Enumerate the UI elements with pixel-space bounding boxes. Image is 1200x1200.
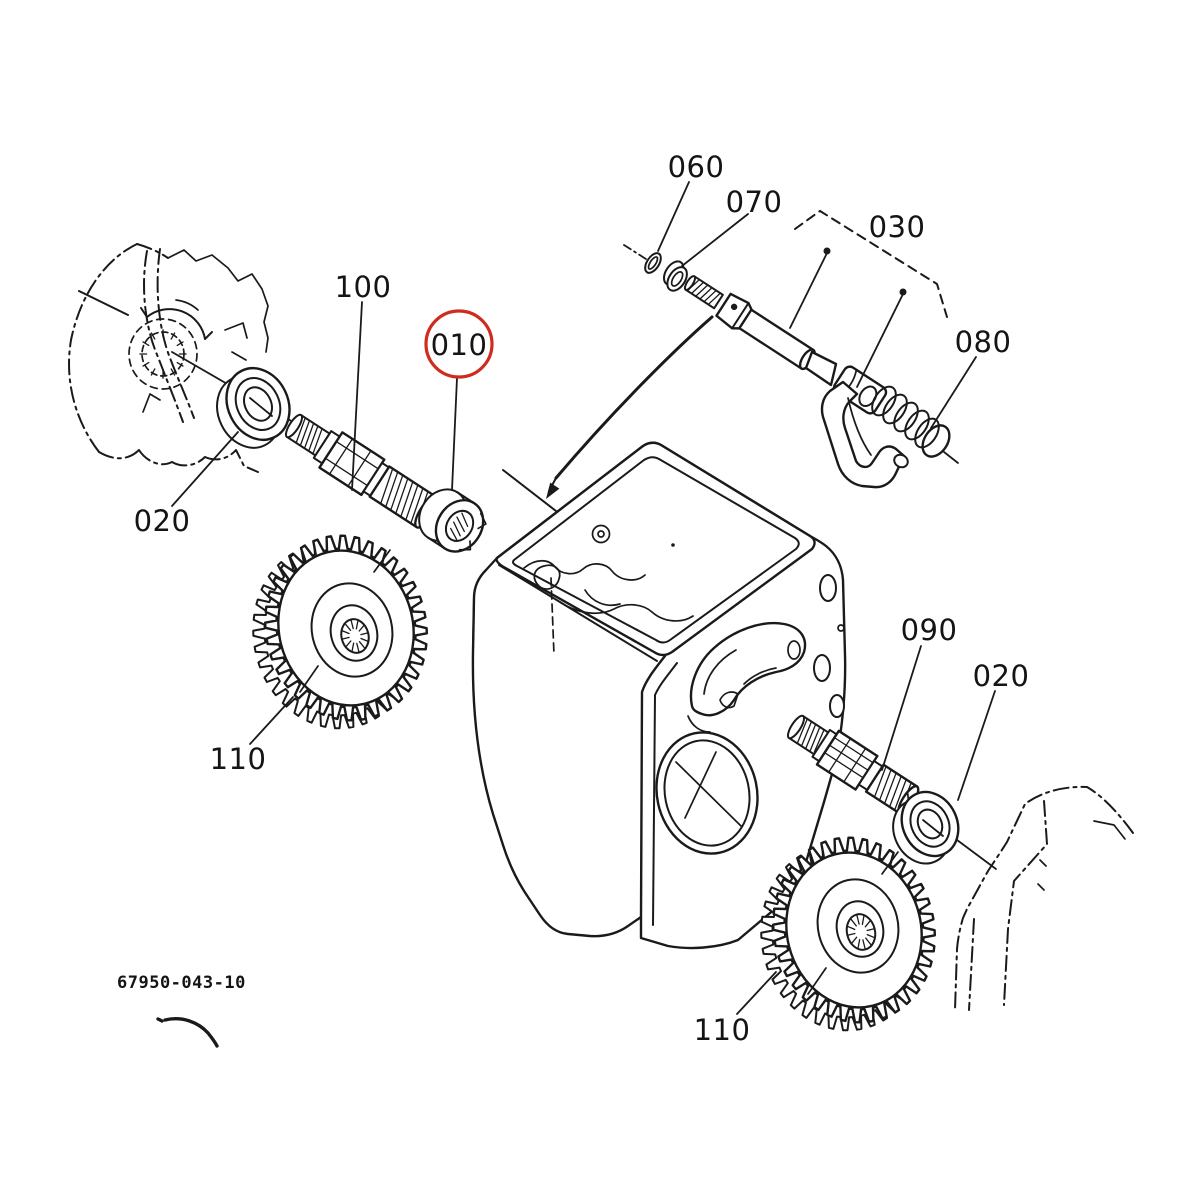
leader-100 — [351, 301, 363, 491]
leader-020-right — [957, 690, 996, 801]
leader-lines — [171, 181, 996, 1015]
highlight-circle — [424, 309, 494, 379]
bracket-030 — [789, 209, 948, 388]
shift-fork — [820, 380, 909, 489]
case-side-opening — [687, 621, 807, 733]
corner-line — [502, 469, 557, 512]
leader-110-left — [249, 696, 294, 745]
spur-gear-bottom — [760, 836, 936, 1032]
shift-collar-010 — [418, 488, 487, 553]
leader-110-bottom — [736, 971, 777, 1015]
callout-110-bottom[interactable]: 110 — [694, 1013, 751, 1047]
detent-cone — [804, 350, 838, 387]
seal-washer-070 — [662, 260, 688, 292]
callout-100[interactable]: 100 — [335, 270, 392, 304]
callout-080[interactable]: 080 — [955, 325, 1012, 359]
leader-090 — [881, 645, 922, 771]
leader-070 — [681, 213, 749, 267]
leader-020-left — [171, 431, 239, 507]
clutch-housing-phantom-left — [68, 243, 269, 473]
ball-bearing-right — [892, 790, 960, 865]
housing-phantom-right — [954, 785, 1134, 1011]
leader-060 — [657, 181, 690, 252]
case-bolt-bosses — [813, 574, 845, 749]
callout-labels: 060 070 030 080 100 010 020 110 090 020 … — [134, 150, 1030, 1047]
pen-stroke — [156, 1017, 219, 1048]
transmission-case — [471, 441, 847, 950]
ball-bearing-left — [216, 367, 291, 449]
callout-090[interactable]: 090 — [901, 613, 958, 647]
pinion-shaft-090 — [786, 714, 920, 815]
callout-020-left[interactable]: 020 — [134, 504, 191, 538]
leader-080 — [930, 356, 977, 429]
input-bore — [128, 299, 248, 413]
spur-gear-left — [252, 534, 428, 730]
bearing-right-bore-line — [922, 819, 944, 837]
callout-070[interactable]: 070 — [726, 185, 783, 219]
case-top-lip — [512, 456, 800, 644]
callout-110-left[interactable]: 110 — [210, 742, 267, 776]
o-ring-060 — [644, 252, 662, 274]
shift-rod — [683, 275, 816, 371]
callout-020-right[interactable]: 020 — [973, 659, 1030, 693]
leader-010 — [451, 377, 458, 491]
assembly-arrow — [546, 315, 714, 499]
callout-030[interactable]: 030 — [869, 210, 926, 244]
drawing-number: 67950-043-10 — [117, 973, 246, 993]
callout-010[interactable]: 010 — [431, 328, 488, 362]
callout-060[interactable]: 060 — [668, 150, 725, 184]
shift-rod-assembly — [623, 209, 959, 489]
bearing-left-bore-line — [249, 397, 273, 417]
